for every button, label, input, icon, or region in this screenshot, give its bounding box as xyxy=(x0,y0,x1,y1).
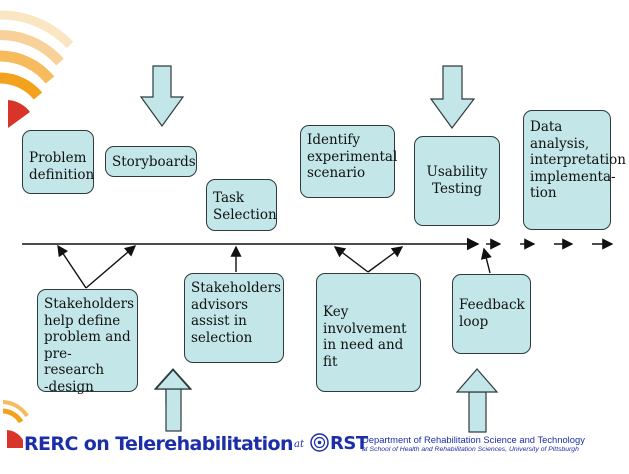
down-block-arrow-2 xyxy=(429,65,476,130)
box-stakeholders-define: Stakeholders help define problem and pre… xyxy=(37,289,138,395)
footer-at: at xyxy=(294,439,304,450)
box-problem-definition: Problem definition xyxy=(22,130,94,194)
footer-title: RERC on Telerehabilitation xyxy=(24,433,294,455)
signal-arcs-logo xyxy=(0,10,74,128)
box-task-selection: Task Selection xyxy=(206,179,277,231)
box-storyboards: Storyboards xyxy=(105,146,197,177)
box-feedback-loop: Feedback loop xyxy=(452,274,531,354)
footer-school: at School of Health and Rehabilitation S… xyxy=(362,446,579,453)
up-block-arrow-2 xyxy=(455,368,499,393)
down-block-arrow-1 xyxy=(139,65,185,128)
footer-department: Department of Rehabilitation Science and… xyxy=(362,434,585,445)
box-identify-scenario: Identify experimental scenario xyxy=(300,125,397,198)
box-stakeholders-advisors: Stakeholders advisors assist in selectio… xyxy=(184,273,284,363)
footer-rst: RST xyxy=(330,433,368,454)
box-key-involvement: Key involvement in need and fit xyxy=(316,273,421,392)
box-usability-testing: Usability Testing xyxy=(414,136,500,226)
rerc-logo-mark xyxy=(3,400,29,448)
pitt-seal-icon xyxy=(310,433,329,452)
box-data-analysis: Data analysis, interpretation implementa… xyxy=(523,110,626,230)
